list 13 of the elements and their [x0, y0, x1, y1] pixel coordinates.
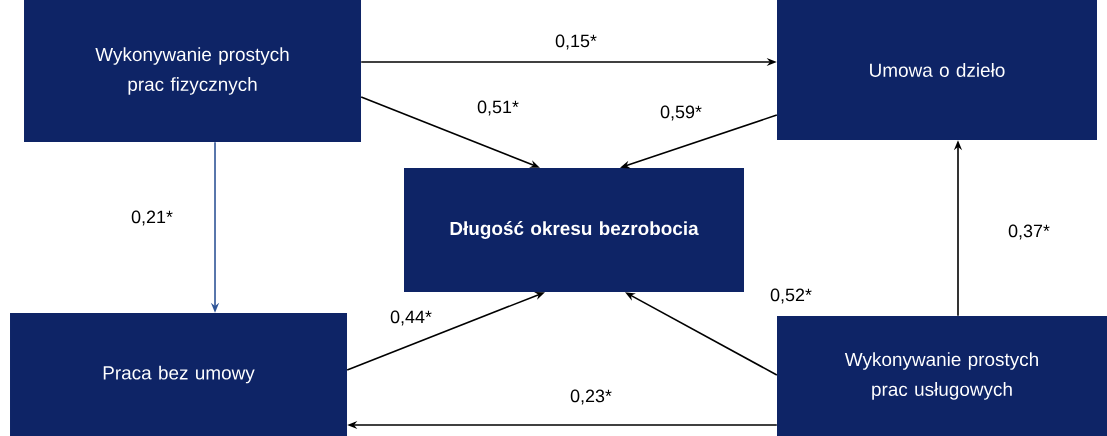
edge-label: 0,37* [1007, 223, 1051, 241]
process-box: Praca bez umowy [10, 313, 347, 436]
edge-label: 0,23* [569, 388, 613, 406]
edge-label: 0,15* [554, 33, 598, 51]
edge-label: 0,21* [130, 209, 174, 227]
edge-label: 0,52* [769, 287, 813, 305]
edge-label: 0,51* [476, 99, 520, 117]
process-box: Wykonywanie prostych prac fizycznych [24, 0, 361, 142]
process-box: Umowa o dzieło [777, 0, 1097, 140]
process-box: Wykonywanie prostych prac usługowych [777, 316, 1107, 436]
edge-label: 0,44* [389, 309, 433, 327]
process-box: Długość okresu bezrobocia [404, 168, 744, 292]
edge-label: 0,59* [659, 104, 703, 122]
